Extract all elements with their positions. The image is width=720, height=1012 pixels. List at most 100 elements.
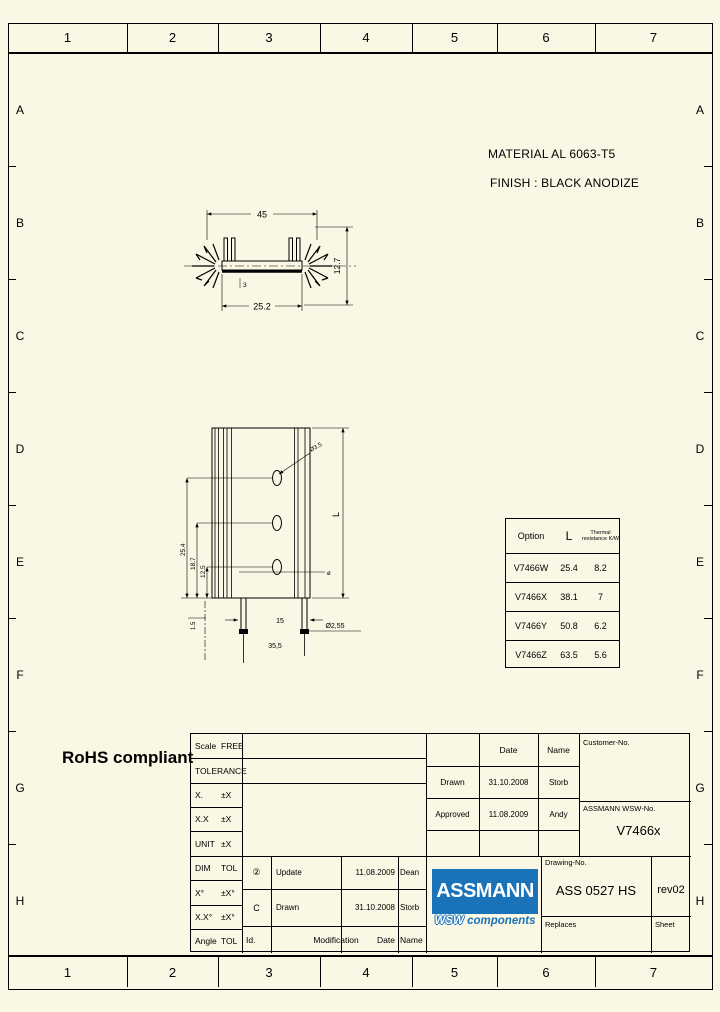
options-table-row: V7466W 25.4 8.2	[506, 553, 619, 582]
finish-note: FINISH : BLACK ANODIZE	[490, 176, 640, 190]
frame-column-label-top: 2	[168, 30, 177, 45]
frame-row-tick	[8, 731, 16, 732]
tolerance-row-value: ±X°	[221, 912, 235, 922]
dim-pin-dia: Ø2,55	[325, 623, 344, 630]
tolerance-row-value: TOL	[221, 936, 238, 946]
frame-row-label-left: D	[15, 441, 25, 456]
title-block-line	[191, 856, 691, 857]
tolerance-row-label: DIM	[195, 863, 211, 873]
outer-frame	[8, 23, 713, 990]
frame-column-divider	[127, 957, 128, 987]
options-table-header: Option L Thermal resistance K/W	[506, 519, 619, 553]
frame-row-tick	[704, 279, 712, 280]
length-cell: 63.5	[560, 650, 578, 660]
frame-column-divider	[320, 957, 321, 987]
dim-pin-total: 35,5	[268, 643, 282, 650]
frame-column-divider	[412, 23, 413, 52]
title-block-line	[398, 856, 399, 953]
revision-footer-modification: Modification	[313, 934, 359, 945]
tolerance-row-label: TOLERANCE	[195, 765, 247, 776]
dia-symbol: ø	[327, 571, 331, 577]
material-note: MATERIAL AL 6063-T5	[488, 147, 616, 161]
tolerance-row-value: ±X	[221, 814, 232, 824]
frame-column-label-top: 3	[265, 30, 273, 45]
title-block-line	[191, 880, 242, 881]
length-cell: 38.1	[560, 592, 578, 602]
title-block-line	[651, 856, 652, 953]
revision-modification: Drawn	[276, 903, 300, 912]
dim-thickness: 3	[243, 282, 247, 289]
title-block-line	[579, 801, 691, 802]
option-cell: V7466Z	[515, 650, 547, 660]
frame-column-label-bottom: 2	[168, 964, 177, 980]
dim-pin-thickness: 1.5	[191, 621, 197, 630]
frame-column-label-top: 1	[63, 30, 72, 45]
frame-column-label-top: 6	[542, 30, 550, 45]
tolerance-row-value: ±X	[221, 838, 232, 849]
title-block-line	[538, 734, 539, 856]
revision-id: ②	[252, 867, 261, 877]
date-header: Date	[499, 745, 518, 755]
revision-date: 31.10.2008	[354, 903, 395, 912]
frame-column-label-top: 7	[649, 30, 658, 45]
frame-column-divider	[595, 23, 596, 52]
inner-frame-bottom-line	[8, 955, 712, 957]
frame-row-tick	[704, 392, 712, 393]
frame-row-label-right: E	[695, 554, 704, 569]
frame-column-label-top: 5	[450, 30, 459, 45]
title-block-line	[242, 889, 426, 890]
title-block-line	[242, 734, 243, 953]
option-cell: V7466W	[513, 563, 549, 573]
tolerance-row-label: X°	[195, 887, 205, 898]
option-cell: V7466Y	[514, 621, 548, 631]
replaces-label: Replaces	[545, 920, 577, 929]
left-fin-burst	[192, 243, 220, 289]
tolerance-row-label: X.X°	[195, 912, 213, 922]
frame-row-tick	[8, 279, 16, 280]
frame-column-divider	[218, 957, 219, 987]
thermal-cell: 7	[597, 592, 603, 602]
name-header: Name	[547, 745, 570, 755]
title-block-line	[242, 783, 426, 784]
title-block-line	[191, 807, 242, 808]
length-cell: 25.4	[560, 563, 578, 573]
frame-column-divider	[497, 23, 498, 52]
frame-row-tick	[704, 166, 712, 167]
right-fin-burst	[304, 243, 332, 289]
frame-row-label-left: E	[15, 554, 24, 569]
revision-footer-id: Id.	[246, 934, 256, 945]
drawn-date: 31.10.2008	[488, 777, 529, 787]
thermal-cell: 8.2	[594, 563, 607, 573]
frame-column-label-bottom: 6	[542, 964, 550, 980]
front-view-drawing: 45 25.2 12.7 3	[184, 208, 356, 312]
frame-row-tick	[704, 505, 712, 506]
dim-length: L	[331, 512, 341, 517]
hole-callout: Ø3.5	[309, 442, 324, 454]
wsw-text: WSW	[434, 915, 464, 927]
dim-hole-top: 25.4	[180, 543, 187, 556]
frame-row-label-right: F	[696, 667, 704, 682]
frame-row-label-right: C	[695, 328, 705, 343]
tolerance-row-value: FREE	[221, 741, 244, 751]
dim-width: 45	[257, 210, 267, 220]
tolerance-row-value: TOL	[221, 863, 238, 873]
options-header-thermal: Thermal resistance K/W	[582, 530, 619, 542]
title-block-line	[191, 783, 242, 784]
tolerance-row-label: Angle	[195, 936, 217, 946]
revision-footer-date: Date	[377, 934, 395, 945]
frame-column-divider	[412, 957, 413, 987]
title-block-line	[242, 758, 426, 759]
frame-row-label-left: B	[15, 215, 24, 230]
title-block-line	[191, 905, 242, 906]
title-block-line	[541, 916, 691, 917]
title-block-line	[191, 831, 242, 832]
title-block-line	[271, 856, 272, 953]
dim-height: 12.7	[332, 257, 342, 274]
title-block-line	[242, 926, 426, 927]
title-block-line	[426, 830, 579, 831]
frame-row-label-left: G	[15, 780, 25, 795]
frame-column-divider	[497, 957, 498, 987]
title-block-line	[541, 856, 542, 953]
